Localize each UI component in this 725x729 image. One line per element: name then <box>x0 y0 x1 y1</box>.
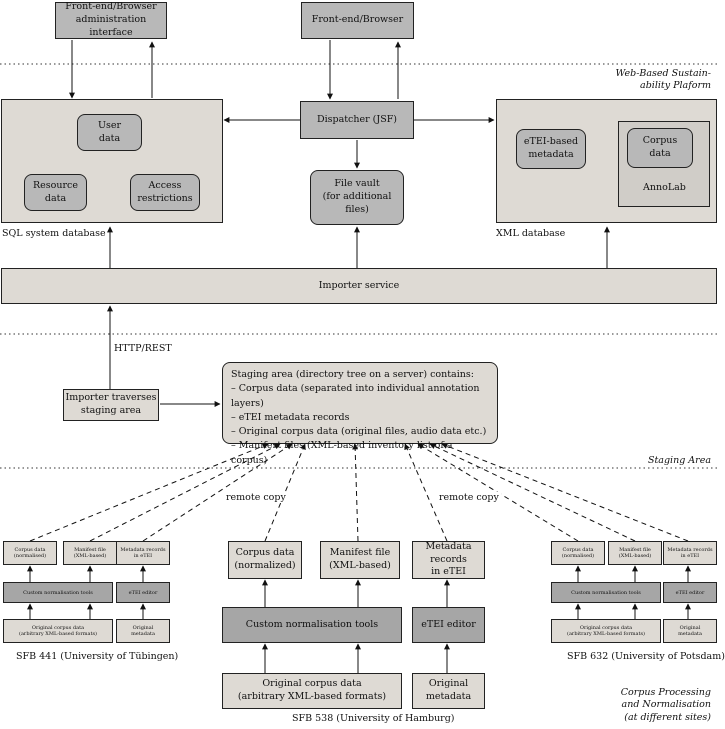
sfb538-original-corpus: Original corpus data (arbitrary XML-base… <box>222 673 402 709</box>
processing-label: Corpus Processing and Normalisation (at … <box>620 687 711 723</box>
sfb441-original-metadata: Original metadata <box>116 619 170 643</box>
remote-copy-441-corpus <box>29 443 269 542</box>
remote-copy-538-manifest <box>352 443 359 542</box>
http-rest-label: HTTP/REST <box>114 343 172 354</box>
xml-database-caption: XML database <box>496 228 566 239</box>
sfb632-metadata-records: Metadata records in eTEI <box>663 541 717 565</box>
sfb632-normalisation-tools: Custom normalisation tools <box>551 582 661 603</box>
sfb538-manifest-file: Manifest file (XML-based) <box>320 541 400 579</box>
access-restrictions-box: Access restrictions <box>130 174 200 211</box>
browser-box: Front-end/Browser <box>301 2 414 39</box>
sfb441-caption: SFB 441 (University of Tübingen) <box>16 651 179 662</box>
staging-area-label: Staging Area <box>647 455 711 466</box>
user-data-box: User data <box>77 114 142 151</box>
sfb441-corpus-data: Corpus data (normalised) <box>3 541 57 565</box>
remote-copy-632-records <box>441 443 689 542</box>
platform-label: Web-Based Sustain- ability Plaform <box>615 68 712 92</box>
sfb538-metadata-records: Metadata records in eTEI <box>412 541 485 579</box>
dispatcher-box: Dispatcher (JSF) <box>300 101 414 139</box>
resource-data-box: Resource data <box>24 174 87 211</box>
sfb441-manifest-file: Manifest file (XML-based) <box>63 541 117 565</box>
remote-copy-label-right: remote copy <box>437 492 501 503</box>
importer-traverses-box: Importer traverses staging area <box>63 389 159 421</box>
remote-copy-632-manifest <box>429 443 636 542</box>
sfb632-manifest-file: Manifest file (XML-based) <box>608 541 662 565</box>
etei-metadata-box: eTEI-based metadata <box>516 129 586 169</box>
sfb632-etei-editor: eTEI editor <box>663 582 717 603</box>
remote-copy-label-left: remote copy <box>224 492 288 503</box>
sfb632-corpus-data: Corpus data (normalised) <box>551 541 605 565</box>
admin-browser-box: Front-end/Browser administration interfa… <box>55 1 167 39</box>
importer-service-bar: Importer service <box>1 268 717 304</box>
sfb538-normalisation-tools: Custom normalisation tools <box>222 607 402 643</box>
staging-area-box: Staging area (directory tree on a server… <box>222 362 498 466</box>
remote-copy-441-records <box>142 443 293 542</box>
sfb632-original-corpus: Original corpus data (arbitrary XML-base… <box>551 619 661 643</box>
sfb632-original-metadata: Original metadata <box>663 619 717 643</box>
sql-database-caption: SQL system database <box>2 228 106 239</box>
sfb538-corpus-data: Corpus data (normalized) <box>228 541 302 579</box>
annolab-label: AnnoLab <box>643 182 686 193</box>
file-vault-box: File vault (for additional files) <box>310 170 404 225</box>
sfb632-caption: SFB 632 (University of Potsdam) <box>567 651 725 662</box>
sfb538-original-metadata: Original metadata <box>412 673 485 709</box>
sfb538-caption: SFB 538 (University of Hamburg) <box>292 713 455 724</box>
sfb441-metadata-records: Metadata records in eTEI <box>116 541 170 565</box>
sfb538-etei-editor: eTEI editor <box>412 607 485 643</box>
sfb441-original-corpus: Original corpus data (arbitrary XML-base… <box>3 619 113 643</box>
xml-corpus-data-box: Corpus data <box>627 128 693 168</box>
sfb441-normalisation-tools: Custom normalisation tools <box>3 582 113 603</box>
sfb441-etei-editor: eTEI editor <box>116 582 170 603</box>
